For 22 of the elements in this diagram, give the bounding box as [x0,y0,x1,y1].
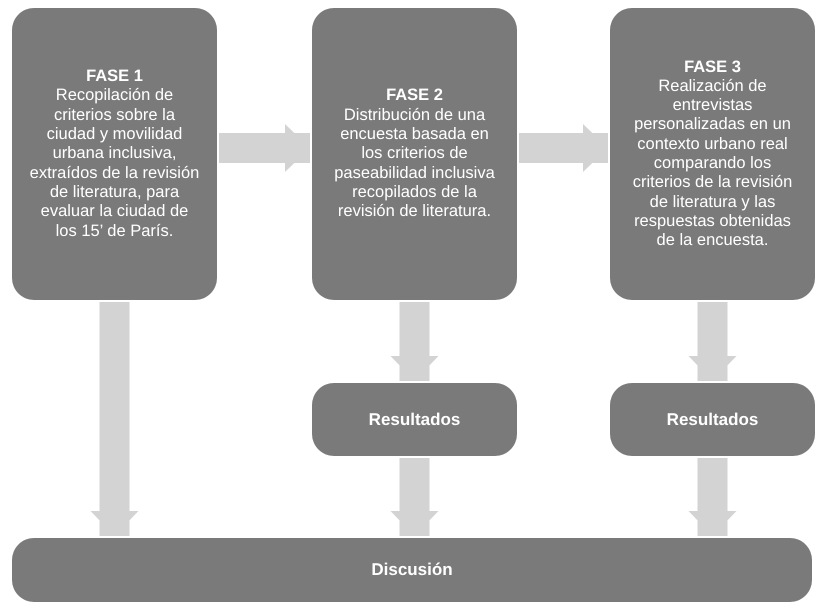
block-arrow [390,458,438,536]
block-arrow [688,302,736,381]
phase-description: Recopilación de criterios sobre la ciudad y movilidad urbana inclusiva, extraídos de la revisión de literatura, para evaluar la ciudad de los 15’ de París. [28,86,200,241]
box-label: Discusión [371,560,453,580]
block-arrow [90,302,138,536]
phase-heading: FASE 3 [684,58,741,77]
process-box [312,8,517,300]
process-box [610,8,815,300]
block-arrow [390,302,438,381]
box-label: Resultados [666,410,758,430]
block-arrow [519,124,608,172]
box-label: Resultados [368,410,460,430]
block-arrow [219,124,310,172]
block-arrow [688,458,736,536]
process-box [312,383,517,456]
process-box [12,538,812,602]
phase-heading: FASE 1 [86,67,143,86]
phase-description: Realización de entrevistas personalizadas en un contexto urbano real comparando los criterios de la revisión de literatura y las respuestas obtenidas de la encuesta. [632,76,794,250]
phase-heading: FASE 2 [386,86,443,106]
process-box [610,383,815,456]
phase-description: Distribución de una encuesta basada en los criterios de paseabilidad inclusiva recopilados de la revisión de literatura. [333,106,496,222]
process-box [12,8,217,300]
